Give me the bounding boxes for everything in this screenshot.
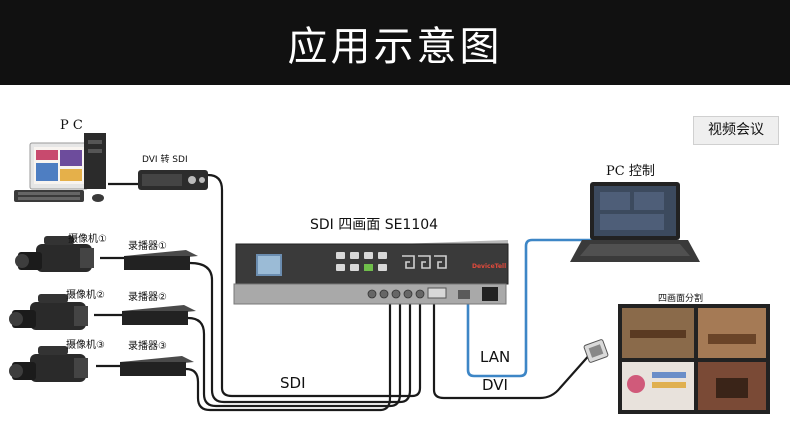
laptop	[570, 182, 700, 262]
monitor-title-label: 四画面分割	[658, 294, 704, 304]
main-device-se1104: DeviceTell	[233, 240, 509, 305]
recorder-2	[122, 305, 196, 325]
video-conference-badge: 视频会议	[693, 116, 779, 145]
title-banner: 应用示意图	[0, 0, 790, 85]
converter-sdi-cable	[207, 173, 422, 398]
recorder-3-label: 录播器③	[128, 341, 167, 352]
recorder1-sdi-cable	[189, 261, 412, 404]
recorder3-sdi-cable	[185, 300, 392, 412]
quad-view-monitor	[618, 304, 770, 414]
recorder2-sdi-cable	[187, 300, 402, 408]
dvi-to-sdi-converter	[138, 170, 208, 190]
device-name-label: SDI 四画面 SE1104	[310, 217, 439, 233]
pc-computer	[14, 133, 106, 202]
pc-label: P C	[60, 118, 83, 133]
recorder-3	[120, 356, 194, 376]
camera-2-label: 摄像机②	[66, 290, 105, 301]
recorder-2-label: 录播器②	[128, 292, 167, 303]
camera-1	[15, 236, 94, 272]
dvi-cable-label: DVI	[482, 376, 508, 394]
camera-3-label: 摄像机③	[66, 340, 105, 351]
camera-3	[9, 346, 88, 382]
dvi-connector	[583, 339, 609, 363]
camera-1-label: 摄像机①	[68, 234, 107, 245]
page-title: 应用示意图	[287, 24, 503, 70]
camera-2	[9, 294, 88, 330]
sdi-cable-label: SDI	[280, 374, 306, 392]
recorder-1	[124, 250, 198, 270]
pc-control-label: PC 控制	[606, 164, 655, 179]
converter-label: DVI 转 SDI	[142, 155, 188, 165]
lan-cable	[466, 238, 600, 378]
lan-cable-label: LAN	[480, 348, 511, 366]
device-brand: DeviceTell	[472, 263, 506, 270]
recorder-1-label: 录播器①	[128, 241, 167, 252]
sdi-cables	[94, 173, 593, 412]
dvi-cable	[432, 300, 593, 400]
